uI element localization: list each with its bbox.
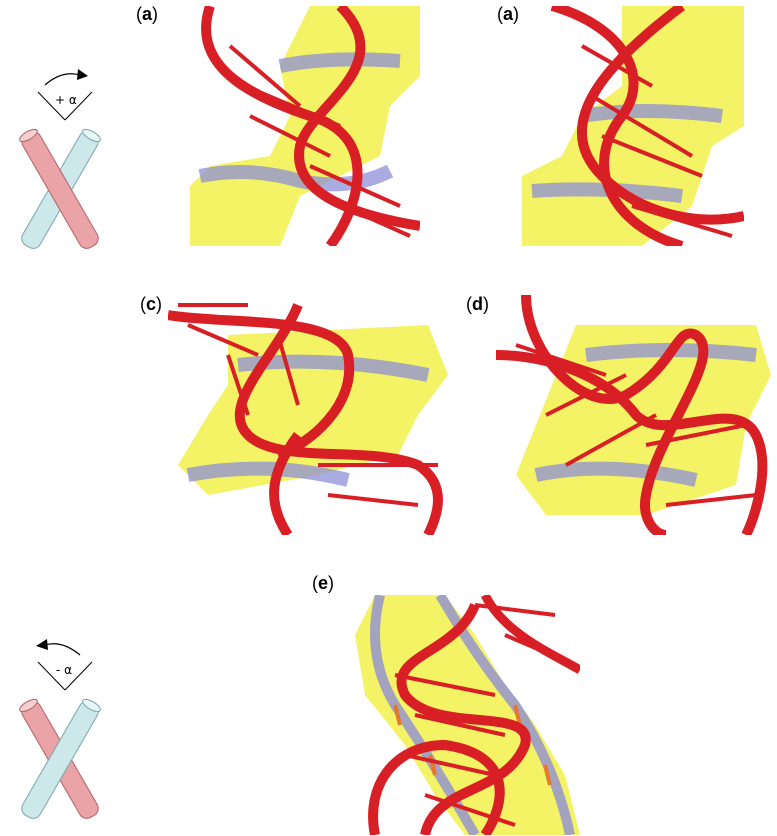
panel-label-a-left: (a) — [136, 4, 159, 24]
rotation-arrow-icon — [36, 639, 48, 650]
panel-label-c: (c) — [140, 294, 163, 314]
crossing-cylinders-diagram: + α — [19, 69, 101, 249]
crossing-angle-schematic-negative: - α — [0, 630, 130, 830]
dna-structure-panel-a-left — [190, 6, 420, 246]
crossing-cylinders-diagram: - α — [19, 639, 101, 819]
angle-label: - α — [56, 663, 72, 677]
rotation-arrow-icon — [77, 69, 88, 80]
panel-label-e: (e) — [312, 573, 335, 593]
angle-label: + α — [55, 93, 77, 107]
dna-structure-panel-d — [496, 295, 771, 535]
panel-label-d: (d) — [466, 294, 489, 314]
dna-structure-panel-e — [355, 595, 580, 835]
dna-structure-panel-c — [168, 295, 458, 535]
dna-structure-panel-a-right — [522, 6, 744, 246]
panel-label-a-right: (a) — [497, 4, 520, 24]
crossing-angle-schematic-positive: + α — [0, 60, 130, 260]
